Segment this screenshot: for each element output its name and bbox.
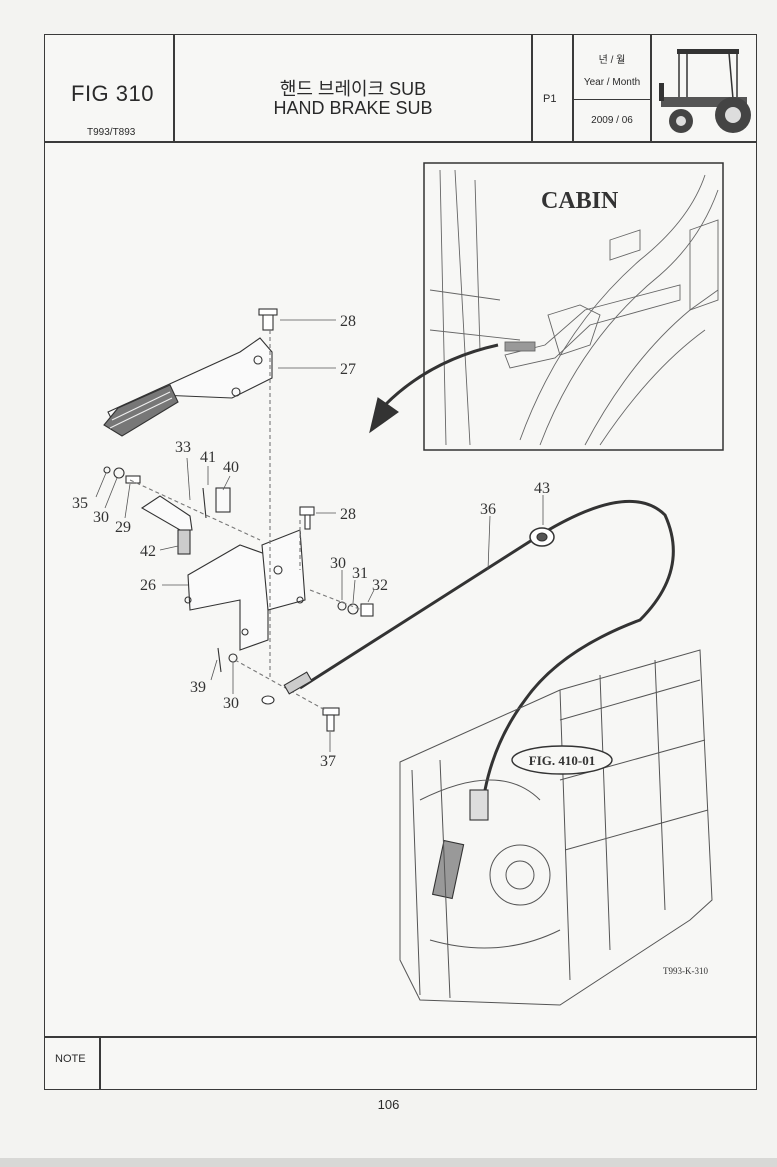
part-callout: 36 (480, 501, 496, 518)
figure-reference-bubble (511, 745, 613, 775)
small-parts (103, 466, 374, 732)
header-divider (173, 35, 175, 141)
page-code: P1 (543, 93, 557, 105)
part-callout: 26 (140, 577, 156, 594)
note-label: NOTE (55, 1053, 86, 1065)
part-callout: 33 (175, 439, 191, 456)
page-number: 106 (377, 1097, 400, 1112)
year-month-value: 2009 / 06 (591, 115, 633, 126)
year-month-label-korean: 년 / 월 (598, 55, 626, 66)
part-callout: 42 (140, 543, 156, 560)
note-divider (99, 1036, 101, 1089)
cabin-inset-frame (423, 162, 724, 451)
part-callout: 39 (190, 679, 206, 696)
part-callout: 28 (340, 313, 356, 330)
hand-brake-lever (103, 308, 278, 437)
note-top-rule (45, 1036, 756, 1038)
part-callout: 40 (223, 459, 239, 476)
figure-number: FIG 310 (71, 81, 154, 106)
part-callout: 43 (534, 480, 550, 497)
drawing-code: T993-K-310 (663, 966, 708, 976)
model-codes: T993/T893 (87, 127, 136, 138)
part-callout: 30 (330, 555, 346, 572)
header-divider (650, 35, 652, 141)
year-month-label-english: Year / Month (583, 77, 641, 88)
title-english: HAND BRAKE SUB (273, 98, 433, 118)
part-callout: 37 (320, 753, 336, 770)
part-callout: 30 (93, 509, 109, 526)
cabin-inset-drawing (429, 169, 719, 446)
figure-reference-label: FIG. 410-01 (529, 753, 595, 768)
part-callout: 31 (352, 565, 368, 582)
header-bottom-rule (45, 141, 756, 143)
lever-bracket (184, 529, 306, 651)
part-callout: 41 (200, 449, 216, 466)
cabin-inset-title: CABIN (541, 188, 619, 214)
header-divider (531, 35, 533, 141)
part-callout: 28 (340, 506, 356, 523)
part-callout: 29 (115, 519, 131, 536)
part-callout: 30 (223, 695, 239, 712)
title-korean: 핸드 브레이크 SUB (279, 79, 427, 99)
tractor-logo-icon (659, 49, 751, 133)
brake-cable (261, 499, 675, 900)
header-divider (572, 99, 650, 101)
part-callout: 35 (72, 495, 88, 512)
part-callout: 27 (340, 361, 356, 378)
scan-edge (0, 1158, 777, 1167)
header-divider (572, 35, 574, 141)
curved-pointer-arrow (383, 343, 499, 407)
part-callout: 32 (372, 577, 388, 594)
transmission-housing (399, 649, 713, 1006)
arrow-head-icon (369, 397, 399, 434)
